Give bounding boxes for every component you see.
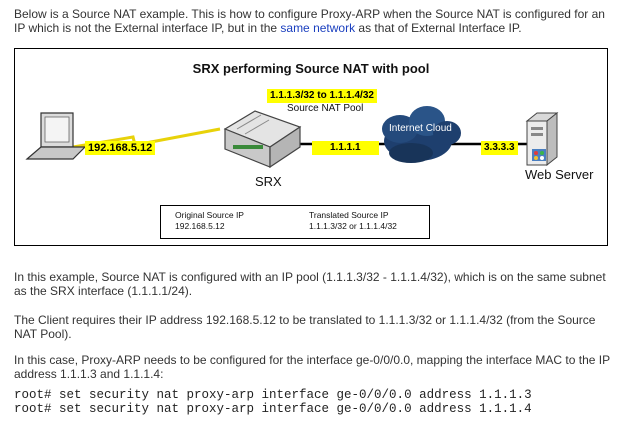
web-server-icon [525, 111, 559, 167]
translation-table: Original Source IP 192.168.5.12 Translat… [160, 205, 430, 239]
body-paragraph-3: In this case, Proxy-ARP needs to be conf… [14, 353, 610, 381]
laptop-icon [25, 112, 87, 160]
code-line-2: root# set security nat proxy-arp interfa… [14, 402, 532, 416]
internet-cloud-label: Internet Cloud [389, 123, 452, 134]
body-paragraph-2: The Client requires their IP address 192… [14, 313, 596, 341]
srx-device-icon [223, 110, 302, 169]
intro-text-after: as that of External Interface IP. [355, 21, 522, 35]
body-paragraph-1: In this example, Source NAT is configure… [14, 270, 606, 298]
intro-paragraph: Below is a Source NAT example. This is h… [14, 7, 614, 35]
original-source-header: Original Source IP [175, 210, 244, 220]
translated-source-header: Translated Source IP [309, 210, 389, 220]
web-server-label: Web Server [525, 167, 594, 182]
code-line-1: root# set security nat proxy-arp interfa… [14, 388, 532, 402]
translated-source-value: 1.1.1.3/32 or 1.1.1.4/32 [309, 221, 397, 231]
nat-pool-caption: Source NAT Pool [287, 103, 364, 114]
server-ip-label: 3.3.3.3 [481, 141, 518, 155]
intro-text-before: Below is a Source NAT example. This is h… [14, 7, 605, 35]
internet-cloud-icon [382, 106, 461, 163]
same-network-link[interactable]: same network [280, 21, 356, 35]
network-diagram: SRX performing Source NAT with pool [14, 48, 608, 246]
srx-label: SRX [255, 174, 282, 189]
translated-source-column: Translated Source IP 1.1.1.3/32 or 1.1.1… [309, 210, 397, 232]
nat-pool-range-label: 1.1.1.3/32 to 1.1.1.4/32 [267, 89, 377, 103]
client-ip-label: 192.168.5.12 [85, 141, 156, 155]
diagram-title: SRX performing Source NAT with pool [192, 61, 430, 76]
original-source-column: Original Source IP 192.168.5.12 [175, 210, 244, 232]
original-source-value: 192.168.5.12 [175, 221, 225, 231]
srx-external-ip-label: 1.1.1.1 [312, 141, 379, 155]
